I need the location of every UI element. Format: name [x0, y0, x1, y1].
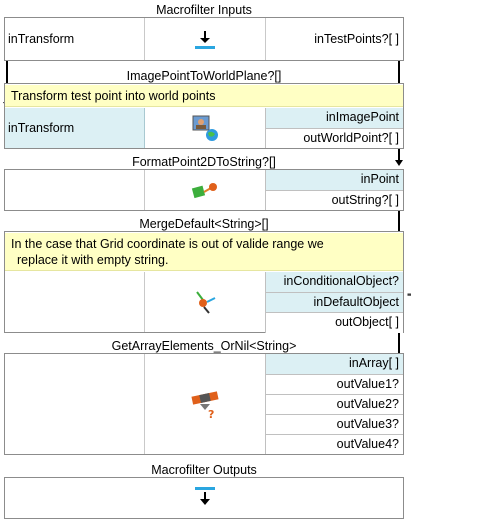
outputs-icon-area — [145, 478, 265, 518]
block2-icon-area — [145, 170, 265, 210]
block1-left-port[interactable]: inTransform — [5, 108, 145, 148]
block3-port-inconditionalobject[interactable]: inConditionalObject? — [265, 272, 403, 292]
block4-port-label: outValue2? — [336, 397, 399, 411]
block3-comment: In the case that Grid coordinate is out … — [5, 233, 403, 271]
block3-extra-port-marker[interactable]: ''' — [407, 292, 411, 304]
block3-port-indefaultobject[interactable]: inDefaultObject — [265, 292, 403, 312]
inputs-right-port-label: inTestPoints?[ ] — [314, 32, 399, 46]
block3[interactable]: In the case that Grid coordinate is out … — [4, 231, 404, 333]
wire-worldpoint — [398, 149, 400, 163]
block4-left-area — [5, 354, 145, 454]
outputs-title: Macrofilter Outputs — [151, 463, 257, 477]
block1-port-label: inImagePoint — [326, 110, 399, 124]
block1-comment: Transform test point into world points — [5, 85, 403, 107]
outputs-block[interactable] — [4, 477, 404, 519]
block4-icon-area: ? — [145, 354, 265, 454]
block2-port-label: outString?[ ] — [331, 193, 399, 207]
block1-port-outworldpoint[interactable]: outWorldPoint?[ ] — [265, 128, 403, 148]
block2[interactable]: inPoint outString?[ ] — [4, 169, 404, 211]
block4-port-outvalue1[interactable]: outValue1? — [265, 374, 403, 394]
block4-port-label: outValue1? — [336, 377, 399, 391]
block2-port-outstring[interactable]: outString?[ ] — [265, 190, 403, 210]
block3-port-label: inDefaultObject — [313, 295, 399, 309]
block1-icon-area — [145, 108, 265, 148]
block4-port-inarray[interactable]: inArray[ ] — [265, 354, 403, 374]
inputs-right-port[interactable]: inTestPoints?[ ] — [265, 18, 403, 60]
block4-port-outvalue4[interactable]: outValue4? — [265, 434, 403, 454]
wire-worldpoint-arrow — [395, 160, 403, 166]
get-array-elements-icon: ? — [191, 391, 219, 420]
block1-title: ImagePointToWorldPlane?[] — [126, 69, 282, 83]
block4-port-outvalue3[interactable]: outValue3? — [265, 414, 403, 434]
merge-default-icon — [196, 291, 216, 314]
output-arrow-icon — [195, 487, 215, 505]
block3-left-area — [5, 272, 145, 332]
block1-port-inimagepoint[interactable]: inImagePoint — [265, 108, 403, 128]
block2-title: FormatPoint2DToString?[] — [132, 155, 276, 169]
block4-title: GetArrayElements_OrNil<String> — [111, 339, 297, 353]
block1-left-port-label: inTransform — [8, 121, 75, 135]
block2-port-inpoint[interactable]: inPoint — [265, 170, 403, 190]
input-arrow-icon — [195, 28, 215, 50]
block1[interactable]: Transform test point into world points i… — [4, 83, 404, 149]
block3-title: MergeDefault<String>[] — [139, 217, 269, 231]
block2-left-area — [5, 170, 145, 210]
block3-comment-line2: replace it with empty string. — [17, 253, 169, 267]
inputs-title: Macrofilter Inputs — [156, 3, 252, 17]
block2-port-label: inPoint — [360, 172, 399, 186]
inputs-icon-area — [145, 18, 265, 60]
block1-port-label: outWorldPoint?[ ] — [303, 131, 399, 145]
block3-port-label: inConditionalObject? — [283, 274, 399, 288]
block3-icon-area — [145, 272, 265, 332]
inputs-block[interactable]: inTransform inTestPoints?[ ] — [4, 17, 404, 61]
block3-port-outobject[interactable]: outObject[ ] — [265, 312, 403, 333]
block4-port-outvalue2[interactable]: outValue2? — [265, 394, 403, 414]
block4-port-label: inArray[ ] — [348, 356, 399, 370]
block4-port-label: outValue3? — [336, 417, 399, 431]
inputs-left-port-label: inTransform — [8, 32, 75, 46]
image-to-world-icon — [192, 115, 218, 141]
block3-comment-line1: In the case that Grid coordinate is out … — [11, 237, 324, 251]
format-point-icon — [191, 183, 217, 199]
svg-text:?: ? — [208, 408, 214, 420]
block4[interactable]: ? inArray[ ] outValue1? outValue2? outVa… — [4, 353, 404, 455]
inputs-left-port[interactable]: inTransform — [5, 18, 145, 60]
block3-port-label: outObject[ ] — [335, 315, 399, 329]
wire-object — [398, 333, 400, 361]
block4-port-label: outValue4? — [336, 437, 399, 451]
